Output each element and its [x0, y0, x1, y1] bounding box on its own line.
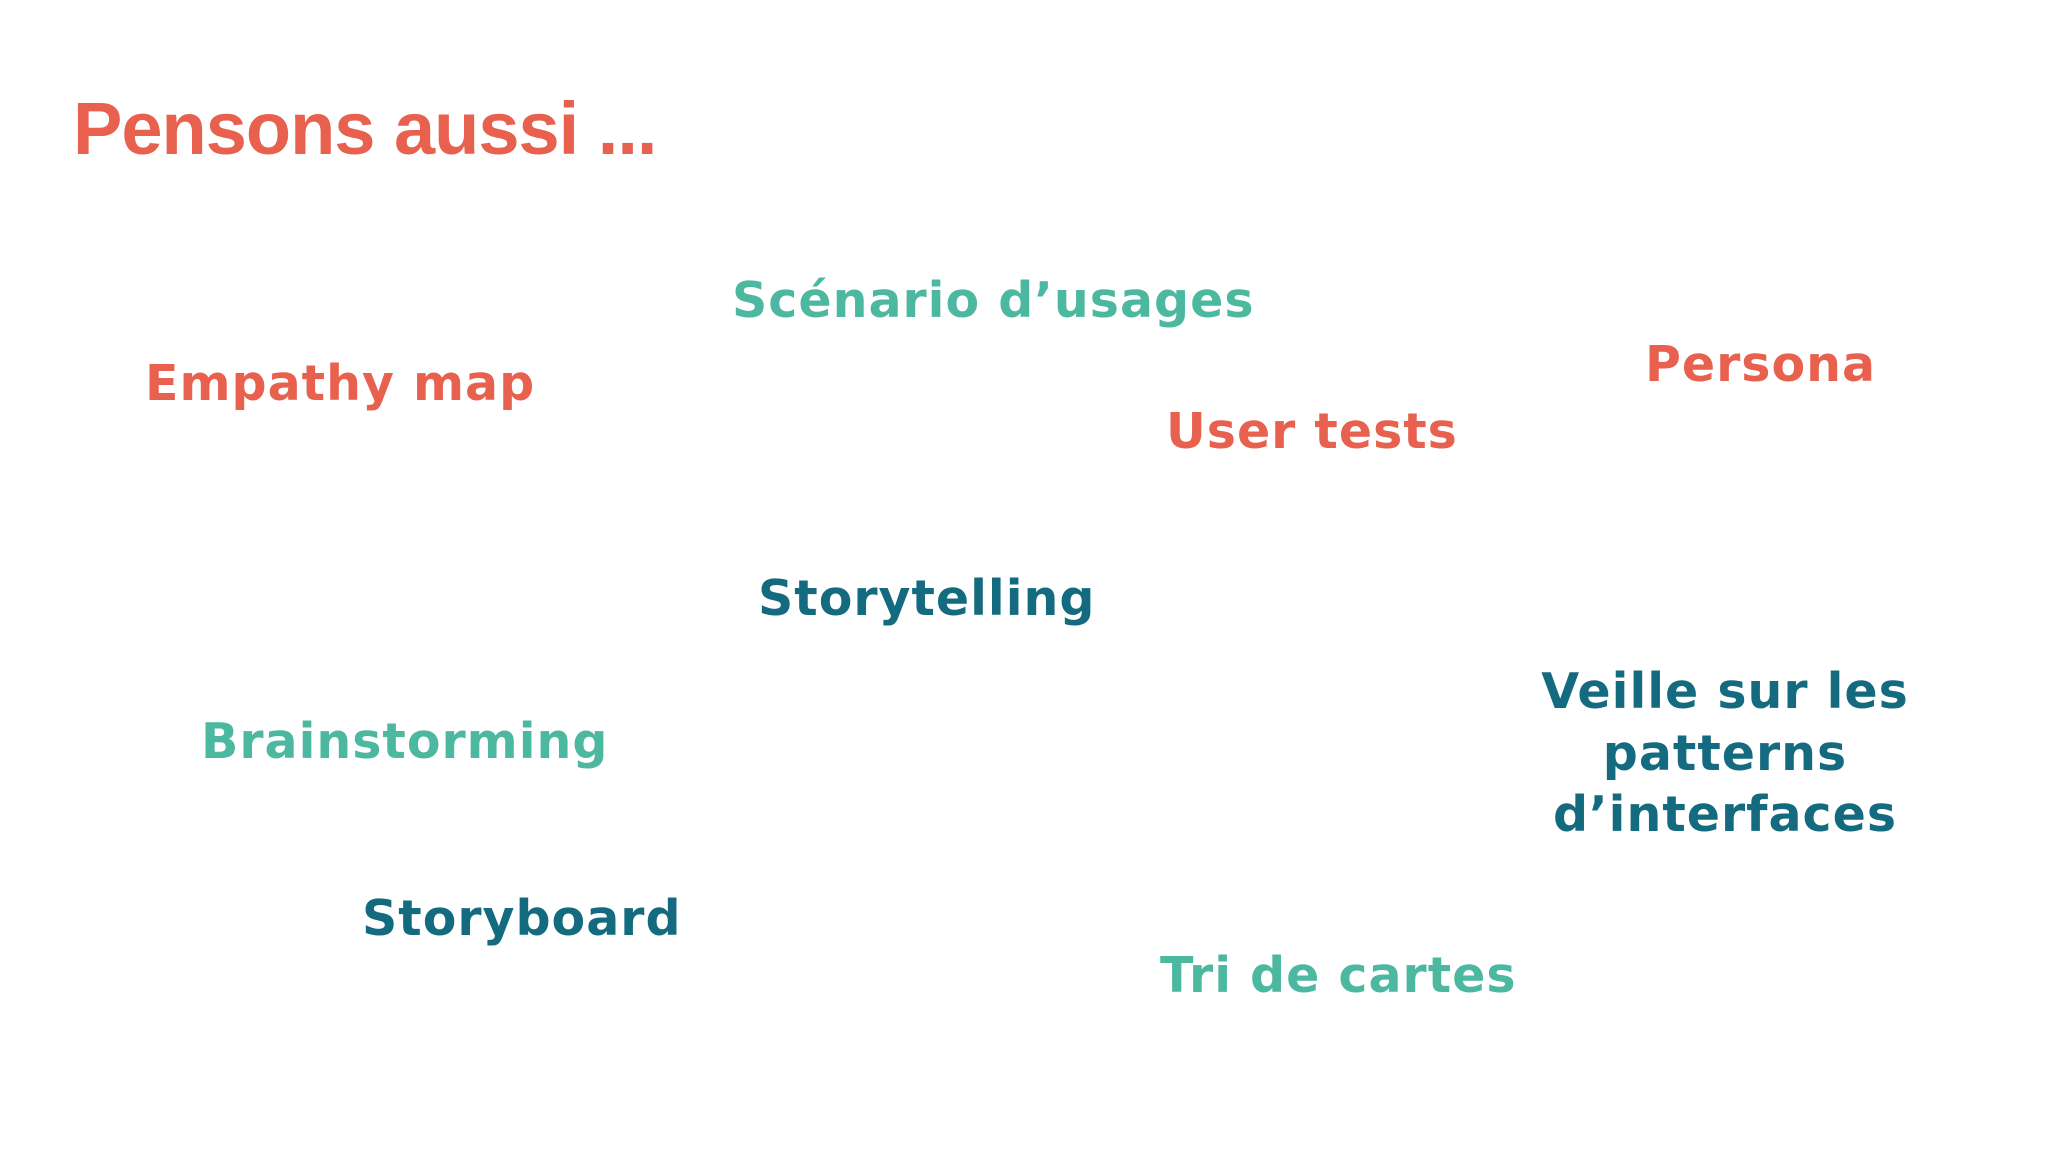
term-veille-line-3: d’interfaces — [1552, 786, 1898, 844]
term-veille-patterns-interfaces: Veille sur les patterns d’interfaces — [1530, 661, 1920, 846]
term-scenario-usages: Scénario d’usages — [732, 272, 1255, 329]
term-veille-line-1: Veille sur les — [1541, 663, 1909, 720]
term-user-tests: User tests — [1166, 403, 1458, 460]
term-tri-de-cartes: Tri de cartes — [1160, 947, 1517, 1004]
slide-title: Pensons aussi ... — [73, 87, 657, 170]
term-brainstorming: Brainstorming — [201, 713, 609, 770]
term-storytelling: Storytelling — [758, 570, 1096, 627]
term-empathy-map: Empathy map — [145, 355, 536, 412]
term-storyboard: Storyboard — [362, 890, 682, 947]
term-persona: Persona — [1645, 336, 1877, 393]
term-veille-line-2: patterns — [1602, 724, 1848, 782]
